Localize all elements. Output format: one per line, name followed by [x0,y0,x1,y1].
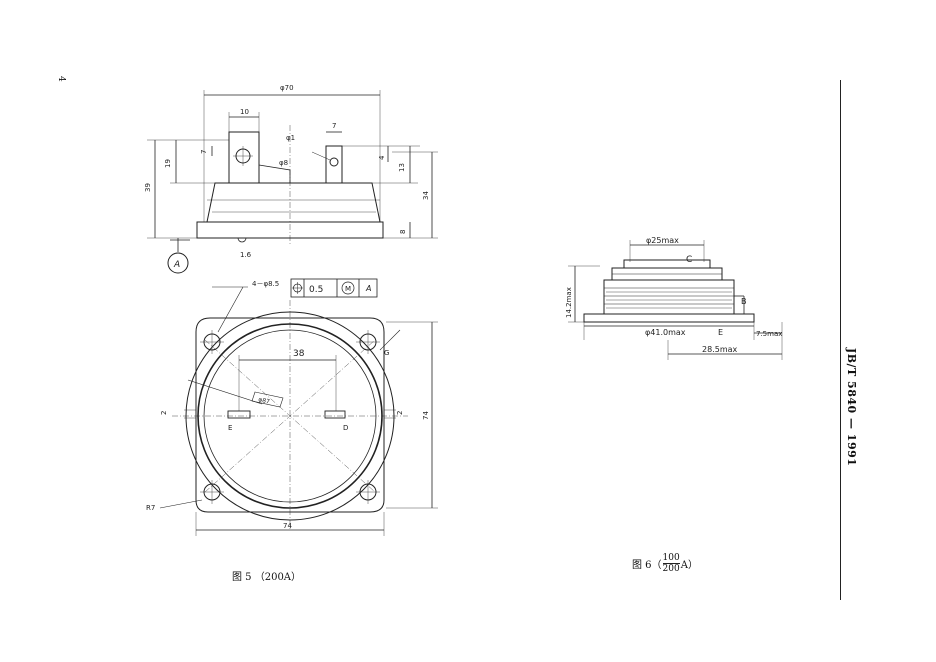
tolerance-value: 0.5 [309,285,323,295]
figure6-caption-den: 200 [662,563,680,574]
datum-a-label: A [173,260,180,270]
terminal-g-label: G [384,349,389,357]
fig6-side-view [568,240,783,360]
fig6-upper-terminal [623,259,711,269]
label-b: B [741,297,747,306]
dim-8: 8 [399,230,407,234]
terminal-e-label: E [228,424,232,432]
fig5-terminal-e [227,410,251,419]
fig5-side-labels: φ70 10 19 39 7 7 φ1 φ8 4 13 34 8 A 1.6 [144,84,430,270]
fig6-base-plate [583,313,755,323]
fig5-side-view [147,90,438,274]
dim-74-horizontal: 74 [283,522,292,530]
dim-19: 19 [164,159,172,168]
tolerance-frame [290,278,378,298]
label-c: C [686,255,692,265]
dim-14-2: 14.2max [565,287,573,318]
dim-7-top: 7 [332,122,336,130]
tolerance-modifier: M [345,285,351,293]
fig5-plan-labels: 4－φ8.5 0.5 M A 38 φ87 E D G 2 2 74 74 R7 [146,280,430,530]
figure6-caption-num: 100 [662,553,680,563]
dim-38: 38 [293,349,305,359]
dim-phi41: φ41.0max [645,328,686,337]
fig5-square-flange [195,317,385,513]
dim-13: 13 [398,163,406,172]
figure6-caption: 图 6（ 100 200 A） [632,553,698,574]
dim-39: 39 [144,183,152,192]
dim-phi25: φ25max [646,236,679,245]
hole-note: 4－φ8.5 [252,280,279,288]
fig5-gate-terminal [325,145,343,184]
radius-label: R7 [146,504,155,512]
terminal-d-label: D [343,424,348,432]
dim-7-left: 7 [200,150,208,154]
tolerance-datum: A [365,284,371,293]
dim-2-left: 2 [160,411,168,415]
fig5-plan-view [159,278,438,536]
fig5-terminal-d [324,410,346,419]
datum-a-circle [167,252,189,274]
dim-10: 10 [240,108,249,116]
margin-rule [840,80,841,600]
dim-phi1: φ1 [286,134,295,142]
figure6-caption-fraction: 100 200 [662,553,680,574]
label-e: E [718,328,723,337]
dim-2-right: 2 [396,411,404,415]
fig6-labels: φ25max C B 14.2max φ41.0max E 7.5max 28.… [565,236,782,354]
dim-74-vertical: 74 [422,411,430,420]
fig5-main-terminal [228,131,260,184]
mmc-modifier-icon [341,281,355,295]
dim-4: 4 [378,155,386,160]
dim-7-5: 7.5max [756,330,782,338]
dim-phi70: φ70 [280,84,294,92]
figure5-caption: 图 5 （200A） [232,572,302,583]
fig5-body [206,182,381,223]
fig6-body [603,279,735,315]
dim-28-5: 28.5max [702,345,738,354]
figure6-caption-suffix: A） [680,560,698,571]
dim-phi87: φ87 [258,396,271,406]
dim-34: 34 [422,191,430,200]
dim-phi8: φ8 [279,159,288,167]
dim-1-6: 1.6 [240,251,252,259]
figure6-caption-prefix: 图 6（ [632,560,662,571]
